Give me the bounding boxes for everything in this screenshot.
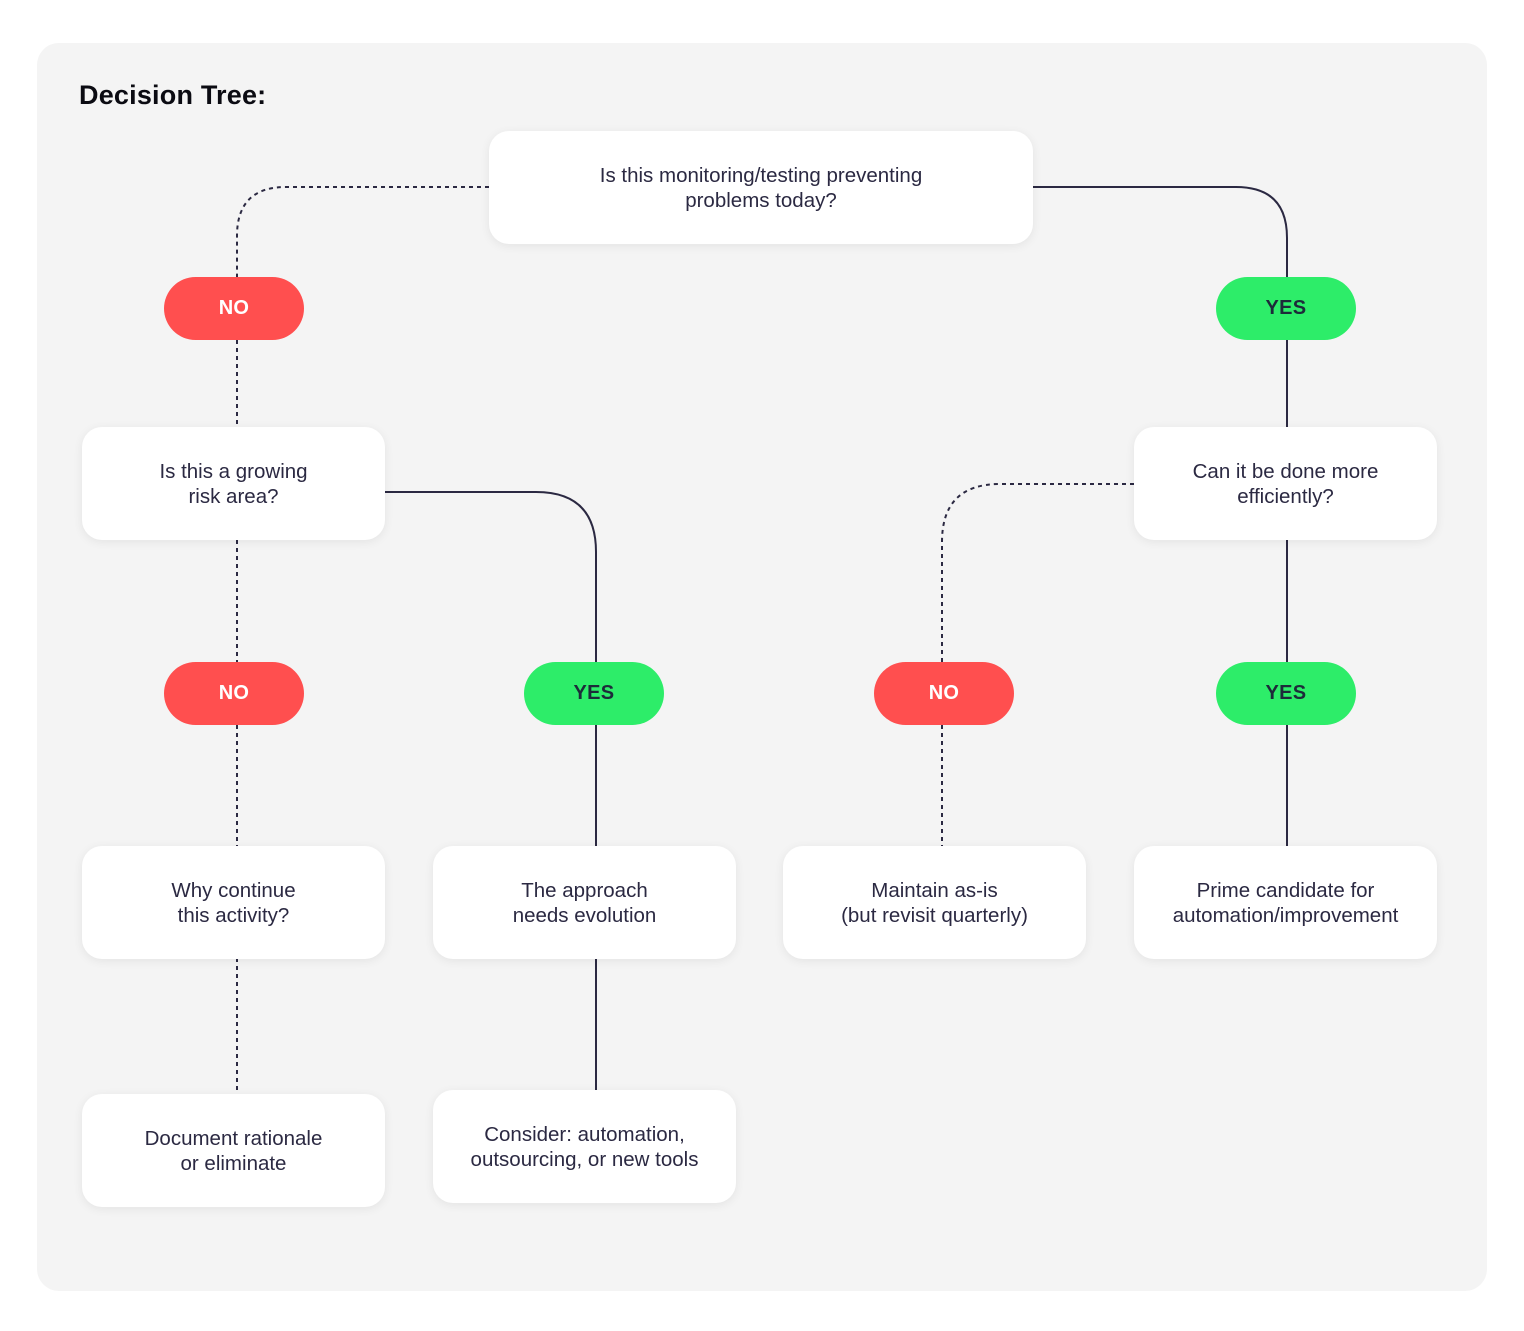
node-why-continue-text: Why continue this activity? [171,878,296,927]
node-root-text: Is this monitoring/testing preventing pr… [599,163,923,212]
node-document-rationale: Document rationale or eliminate [82,1094,385,1207]
pill-risk-no: NO [164,662,304,725]
node-prime-candidate-text: Prime candidate for automation/improveme… [1172,878,1399,927]
node-document-rationale-text: Document rationale or eliminate [144,1126,323,1175]
node-maintain-text: Maintain as-is (but revisit quarterly) [841,878,1028,927]
connector-risk-yes [384,491,597,663]
node-maintain: Maintain as-is (but revisit quarterly) [783,846,1086,959]
node-root: Is this monitoring/testing preventing pr… [489,131,1033,244]
node-consider-options-text: Consider: automation, outsourcing, or ne… [470,1122,699,1171]
node-efficiency-text: Can it be done more efficiently? [1192,459,1379,508]
node-prime-candidate: Prime candidate for automation/improveme… [1134,846,1437,959]
pill-efficiency-no: NO [874,662,1014,725]
node-why-continue: Why continue this activity? [82,846,385,959]
connector-root-no [236,186,489,278]
pill-risk-yes: YES [524,662,664,725]
node-consider-options: Consider: automation, outsourcing, or ne… [433,1090,736,1203]
diagram-title: Decision Tree: [79,80,267,110]
pill-root-yes: YES [1216,277,1356,340]
node-approach-evolution: The approach needs evolution [433,846,736,959]
connector-root-yes [1032,186,1288,278]
node-efficiency: Can it be done more efficiently? [1134,427,1437,540]
node-approach-evolution-text: The approach needs evolution [512,878,657,927]
node-growing-risk: Is this a growing risk area? [82,427,385,540]
node-growing-risk-text: Is this a growing risk area? [159,459,308,508]
pill-efficiency-yes: YES [1216,662,1356,725]
pill-root-no: NO [164,277,304,340]
connector-efficiency-no [941,483,1134,663]
